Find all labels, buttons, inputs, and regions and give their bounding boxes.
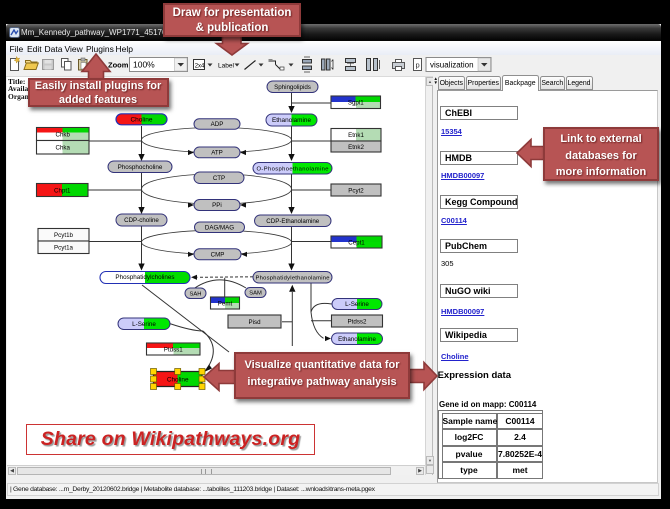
svg-text:Ptdss2: Ptdss2: [348, 318, 367, 325]
svg-text:Pcyt2: Pcyt2: [348, 187, 364, 194]
svg-text:Etnk2: Etnk2: [348, 144, 364, 151]
svg-text:Ethanolamine: Ethanolamine: [338, 336, 376, 343]
svg-text:Chkb: Chkb: [56, 131, 71, 138]
svg-text:visualization: visualization: [430, 60, 474, 69]
svg-text:p: p: [416, 61, 420, 70]
svg-text:ATP: ATP: [211, 150, 223, 157]
svg-text:Ethanolamine: Ethanolamine: [272, 117, 312, 124]
svg-text:Choline: Choline: [167, 377, 189, 384]
svg-text:L-Serine: L-Serine: [132, 321, 156, 328]
svg-text:Pemt: Pemt: [218, 300, 233, 307]
svg-text:Pcyt1a: Pcyt1a: [54, 245, 73, 252]
svg-text:Pcyt1b: Pcyt1b: [54, 232, 73, 239]
svg-text:100%: 100%: [133, 60, 155, 70]
svg-text:Label: Label: [218, 63, 234, 70]
svg-text:Zoom:: Zoom:: [108, 61, 131, 70]
svg-text:PPi: PPi: [212, 202, 222, 209]
svg-text:Phosphatidylethanolamine: Phosphatidylethanolamine: [256, 275, 330, 281]
svg-text:Choline: Choline: [130, 117, 152, 124]
svg-text:Phosphatidylcholines: Phosphatidylcholines: [115, 274, 174, 281]
svg-text:L-Serine: L-Serine: [345, 301, 369, 308]
svg-text:CTP: CTP: [213, 175, 225, 182]
svg-text:CDP-choline: CDP-choline: [124, 217, 159, 224]
svg-text:Sgpl1: Sgpl1: [348, 100, 364, 107]
svg-text:ADP: ADP: [211, 121, 224, 128]
svg-text:Cept1: Cept1: [348, 239, 365, 246]
svg-text:SAH: SAH: [190, 291, 202, 297]
svg-text:CMP: CMP: [211, 252, 225, 259]
svg-text:DAG/MAG: DAG/MAG: [205, 224, 234, 231]
svg-text:2x4: 2x4: [195, 63, 205, 69]
svg-text:Sphingolipids: Sphingolipids: [274, 84, 311, 91]
svg-text:Chka: Chka: [56, 145, 71, 152]
svg-text:SAM: SAM: [249, 291, 262, 297]
svg-text:Phosphocholine: Phosphocholine: [118, 164, 163, 171]
svg-text:Etnk1: Etnk1: [348, 132, 364, 139]
svg-text:CDP-Ethanolamine: CDP-Ethanolamine: [266, 218, 320, 225]
svg-text:Pisd: Pisd: [248, 319, 261, 326]
svg-text:O-Phosphoethanolamine: O-Phosphoethanolamine: [257, 166, 329, 172]
svg-text:Chpt1: Chpt1: [54, 187, 71, 194]
svg-text:Ptdss1: Ptdss1: [164, 346, 183, 353]
